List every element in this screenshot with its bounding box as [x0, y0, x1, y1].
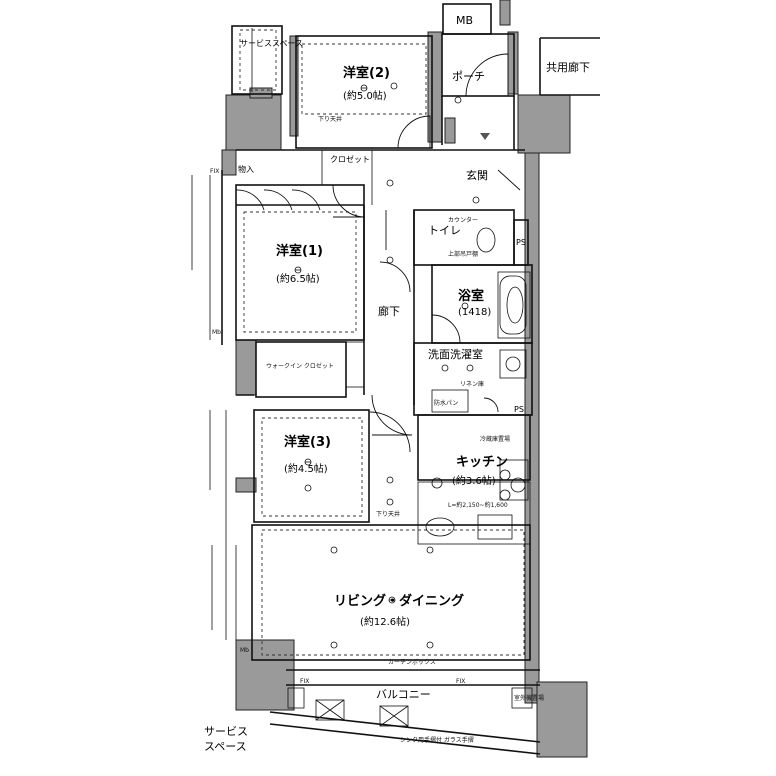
curtain-box-label: カーテンボックス — [388, 658, 436, 666]
bathtub-icon — [499, 275, 527, 335]
balcony-details — [287, 133, 533, 727]
service-space-bottom-line2: スペース — [204, 740, 247, 753]
counter-label: カウンター — [448, 216, 478, 224]
fix-label-3: FIX — [456, 678, 465, 685]
ps-label-1: PS — [516, 238, 526, 247]
mb-small-label-1: Mb — [212, 329, 221, 336]
storage-label: 物入 — [238, 164, 254, 174]
service-space-top-label: サービススペース — [240, 39, 303, 48]
bath-name: 浴室 — [458, 288, 484, 304]
entrance-name: 玄関 — [466, 168, 488, 182]
kitchen-sink-icon — [425, 517, 455, 537]
toilet-name: トイレ — [428, 224, 461, 237]
ceiling-lights — [294, 82, 480, 649]
washroom-name: 洗面洗濯室 — [428, 347, 483, 361]
western-room-1-size: (約6.5帖) — [276, 272, 320, 285]
kitchen-name: キッチン — [456, 455, 508, 470]
balcony-label: バルコニー — [376, 688, 431, 701]
living-dining-name: リビング・ダイニング — [334, 593, 464, 609]
mb-small-label-2: Mb — [240, 647, 249, 654]
doors — [235, 53, 521, 453]
western-room-3-size: (約4.5帖) — [284, 462, 328, 475]
dashed-lines — [239, 29, 427, 517]
fridge-space-label: 冷蔵庫置場 — [480, 435, 510, 443]
mb-label: MB — [456, 14, 473, 27]
walls — [221, 0, 588, 758]
walkin-closet-label: ウォークイン クロゼット — [266, 362, 334, 370]
fix-label-1: FIX — [210, 168, 219, 175]
ps-label-2: PS — [514, 405, 524, 414]
room-labels: 洋室(2) (約5.0帖) 洋室(1) (約6.5帖) 洋室(3) (約4.5帖… — [276, 65, 508, 628]
hallway-name: 廊下 — [378, 304, 400, 318]
porch-name: ポーチ — [452, 70, 485, 83]
lowered-ceiling-label-1: 下り天井 — [318, 115, 342, 123]
wash-basin-icon — [499, 349, 527, 379]
lowered-ceiling-label-2: 下り天井 — [376, 510, 400, 518]
waterproof-pan-icon — [431, 389, 469, 413]
interior-lines — [191, 3, 600, 755]
living-dining-size: (約12.6帖) — [360, 615, 410, 628]
bath-size: (1418) — [458, 307, 491, 318]
waterproof-pan-label: 防水パン — [434, 399, 458, 407]
upper-cabinet-label: 上部吊戸棚 — [448, 250, 478, 258]
western-room-3-name: 洋室(3) — [284, 434, 331, 450]
service-space-bottom-line1: サービス — [204, 725, 248, 738]
western-room-2-size: (約5.0帖) — [343, 89, 387, 102]
fixtures — [425, 227, 527, 540]
sink-drain-label: シンク用手摺付 ガラス手摺 — [400, 736, 474, 744]
misc-labels: MB 共用廊下 サービススペース サービス スペース バルコニー クロゼット ウ… — [204, 14, 590, 753]
outdoor-unit-label: 室外機置場 — [514, 694, 544, 702]
closet-label: クロゼット — [330, 154, 370, 164]
linen-storage-label: リネン庫 — [460, 380, 484, 388]
stove-burner-icon — [510, 477, 526, 493]
fix-label-2: FIX — [300, 678, 309, 685]
kitchen-length-label: L=約2,150~約1,600 — [448, 501, 508, 509]
western-room-2-name: 洋室(2) — [343, 65, 390, 81]
kitchen-size: (約3.6帖) — [452, 474, 496, 487]
toilet-bowl-icon — [476, 227, 496, 253]
shared-corridor-label: 共用廊下 — [546, 60, 590, 74]
western-room-1-name: 洋室(1) — [276, 243, 323, 259]
